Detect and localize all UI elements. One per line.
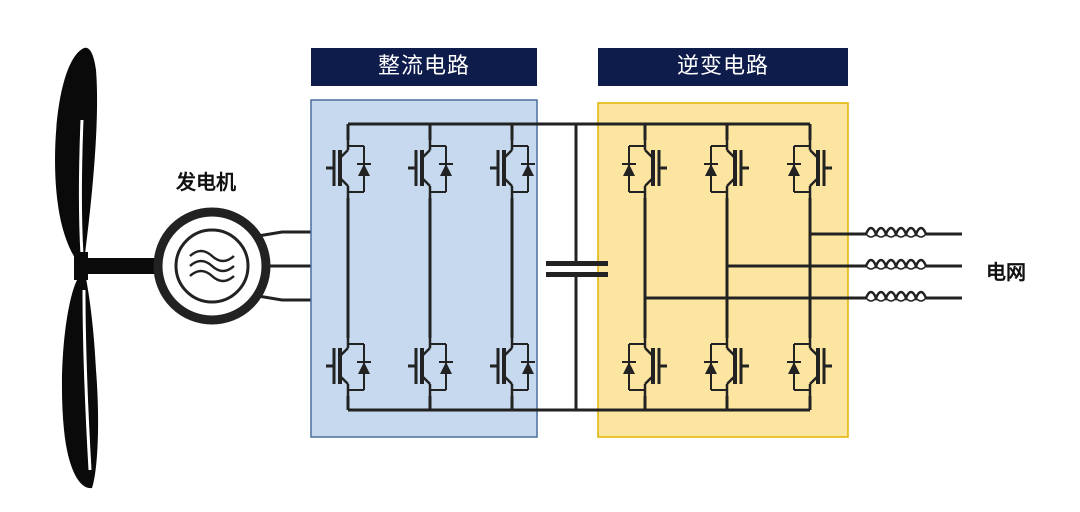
inverter-output-wires <box>645 232 962 300</box>
inverter-banner: 逆变电路 <box>598 48 848 86</box>
generator-icon <box>153 207 271 325</box>
grid-label: 电网 <box>986 260 1026 284</box>
inverter-switches <box>620 138 834 398</box>
generator-label: 发电机 <box>176 170 236 194</box>
turbine-blade-icon <box>55 47 176 489</box>
rectifier-switches <box>324 138 537 398</box>
inductor-icon <box>864 226 928 303</box>
capacitor-icon <box>546 261 608 277</box>
rectifier-banner: 整流电路 <box>311 48 537 86</box>
dc-bus <box>348 122 810 412</box>
